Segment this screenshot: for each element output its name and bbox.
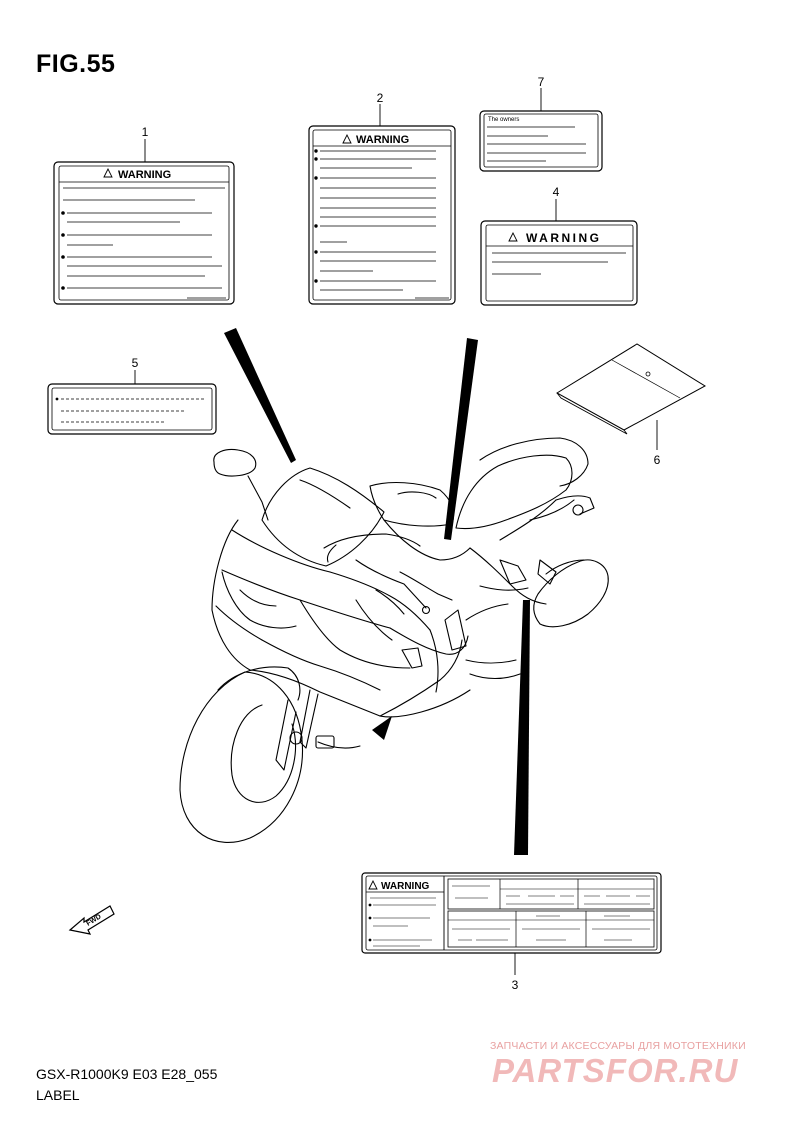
- callout-6: 6: [654, 453, 661, 467]
- label-6[interactable]: [556, 343, 706, 435]
- warning-text-1: WARNING: [118, 169, 171, 181]
- callout-4: 4: [553, 185, 560, 199]
- warning-triangle-icon: [103, 167, 113, 178]
- owners-text: The owners: [488, 117, 519, 123]
- label-2[interactable]: [308, 125, 456, 305]
- figure-title: FIG.55: [36, 50, 116, 78]
- callout-1: 1: [142, 125, 149, 139]
- warning-text-2: WARNING: [356, 134, 409, 146]
- callout-5: 5: [132, 356, 139, 370]
- watermark-logo: PARTSFOR.RU: [492, 1052, 739, 1089]
- model-code: GSX-R1000K9 E03 E28_055: [36, 1066, 218, 1082]
- warning-text-4: WARNING: [526, 231, 602, 245]
- label-5[interactable]: [47, 383, 217, 435]
- label-1[interactable]: [53, 161, 235, 305]
- warning-triangle-icon: [342, 133, 352, 144]
- section-name: LABEL: [36, 1087, 80, 1103]
- fwd-arrow-icon: [68, 905, 115, 935]
- pointer-wedge-1: [224, 328, 296, 463]
- watermark-subtitle: ЗАПЧАСТИ И АКСЕССУАРЫ ДЛЯ МОТОТЕХНИКИ: [490, 1040, 746, 1052]
- callout-7: 7: [538, 75, 545, 89]
- warning-triangle-icon: [368, 879, 378, 890]
- warning-text-3: WARNING: [381, 881, 430, 892]
- callout-3: 3: [512, 978, 519, 992]
- motorcycle-drawing: [179, 437, 609, 843]
- label-3[interactable]: [361, 872, 662, 954]
- pointer-wedge-2: [444, 338, 478, 540]
- warning-triangle-icon: [508, 231, 518, 242]
- pointer-wedge-3: [514, 600, 530, 855]
- callout-2: 2: [377, 91, 384, 105]
- label-4[interactable]: [480, 220, 638, 306]
